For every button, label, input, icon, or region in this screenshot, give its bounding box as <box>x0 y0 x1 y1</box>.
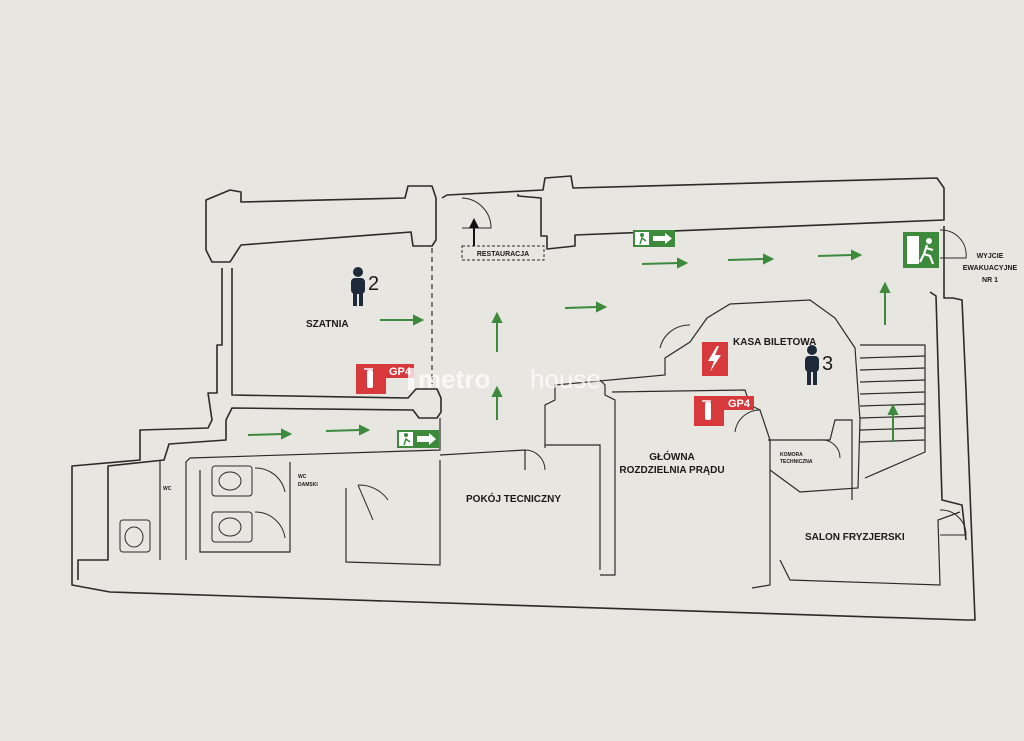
room-label-kasa: KASA BILETOWA <box>733 337 816 348</box>
exit-label-line3: NR 1 <box>982 277 998 284</box>
person-icon <box>351 267 365 306</box>
room-label-glowna-2: ROZDZIELNIA PRĄDU <box>619 465 724 476</box>
gpa-label-1: GP4 <box>389 366 412 378</box>
arrow-icon <box>727 253 775 265</box>
room-label-wc-left: WC <box>163 486 172 492</box>
watermark-right: house <box>530 364 601 394</box>
watermark: metro house <box>408 364 601 394</box>
arrow-icon <box>817 249 863 261</box>
arrow-icon <box>491 385 503 420</box>
fire-extinguisher-icon <box>367 370 373 388</box>
gpa-label-2: GP4 <box>728 398 751 410</box>
fire-extinguisher-sign: GP4 <box>694 396 754 426</box>
person-number-3: 3 <box>822 353 833 375</box>
evacuation-arrows <box>247 249 899 442</box>
arrow-icon <box>641 257 689 269</box>
room-label-glowna-1: GŁÓWNA <box>649 450 695 463</box>
room-label-komora-1: KOMORA <box>780 452 803 458</box>
watermark-left: metro <box>418 364 490 394</box>
restauracja-label: RESTAURACJA <box>477 251 529 258</box>
exit-sign-icon <box>633 230 675 247</box>
doors <box>357 197 967 536</box>
arrow-icon <box>887 403 899 442</box>
exit-label: WYJCIE EWAKUACYJNE NR 1 <box>963 253 1018 284</box>
electric-hazard-icon <box>708 346 721 372</box>
electric-hazard-sign <box>702 342 728 376</box>
exit-label-line2: EWAKUACYJNE <box>963 265 1018 272</box>
room-label-pokoj: POKÓJ TECNICZNY <box>466 492 561 505</box>
person-icon <box>805 345 819 385</box>
arrow-icon <box>564 301 608 313</box>
exit-label-line1: WYJCIE <box>977 253 1004 260</box>
toilet-icon <box>119 519 151 553</box>
outer-walls <box>71 175 976 621</box>
toilets <box>119 465 286 553</box>
arrow-icon <box>380 314 425 326</box>
person-number-2: 2 <box>368 273 379 295</box>
room-labels: SZATNIA KASA BILETOWA WC WC DAMSKI POKÓJ… <box>163 319 905 543</box>
arrow-icon <box>247 428 293 440</box>
room-label-szatnia: SZATNIA <box>306 319 349 330</box>
arrow-icon <box>879 281 891 325</box>
person-marker-2: 2 <box>351 267 379 306</box>
arrow-icon <box>325 424 371 436</box>
toilet-icon <box>211 511 253 543</box>
room-label-salon: SALON FRYZJERSKI <box>805 532 905 543</box>
room-label-komora-2: TECHNICZNA <box>780 459 813 465</box>
arrow-icon <box>491 311 503 352</box>
room-label-wc-mid-sub: DAMSKI <box>298 482 318 488</box>
fire-extinguisher-sign: GP4 <box>356 364 414 394</box>
person-marker-3: 3 <box>805 345 833 385</box>
toilet-icon <box>211 465 253 497</box>
fire-extinguisher-icon <box>705 402 711 420</box>
exit-sign-icon <box>903 232 939 268</box>
restauracja-marker: RESTAURACJA <box>461 218 545 261</box>
room-label-wc-mid: WC <box>298 474 307 480</box>
exit-sign-icon <box>397 430 439 448</box>
